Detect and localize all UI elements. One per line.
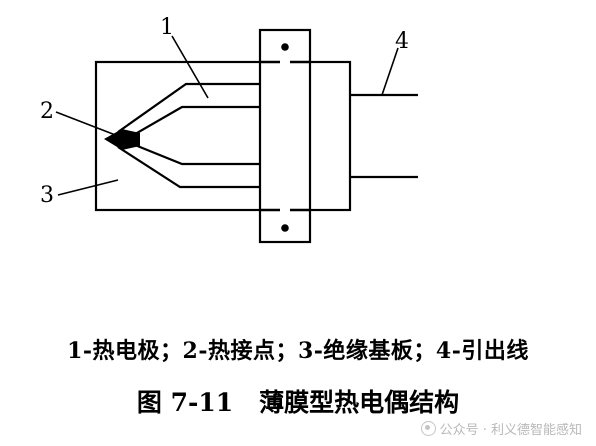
wechat-icon	[420, 421, 436, 436]
thermoelectrode-upper-outer	[117, 82, 260, 133]
callout-label-1: 1	[160, 15, 174, 40]
callout-label-3: 3	[40, 183, 54, 208]
callout-line-4	[381, 47, 399, 96]
thermocouple-diagram: 1 2 3 4	[40, 15, 418, 244]
hot-junction	[104, 129, 140, 150]
rivet-top	[281, 43, 289, 51]
callout-line-3	[57, 179, 119, 196]
figure-caption: 图 7-11 薄膜型热电偶结构	[0, 383, 596, 419]
figure-title: 薄膜型热电偶结构	[259, 388, 460, 417]
thermoelectrode-lower-inner	[129, 141, 260, 166]
watermark: 公众号 · 利义德智能感知	[420, 419, 582, 438]
thermoelectrode-lower-outer	[117, 146, 260, 189]
callout-line-2	[55, 111, 119, 137]
callout-label-4: 4	[395, 29, 409, 54]
thermoelectrode-upper-inner	[129, 105, 260, 138]
watermark-text: 公众号 · 利义德智能感知	[439, 423, 582, 438]
insulating-substrate	[94, 60, 352, 212]
clamp-bar	[258, 28, 312, 244]
callout-label-2: 2	[40, 99, 54, 124]
legend-caption: 1-热电极；2-热接点；3-绝缘基板；4-引出线	[67, 338, 529, 364]
rivet-bottom	[281, 224, 289, 232]
figure-number: 图 7-11	[136, 388, 234, 417]
callout-line-1	[171, 35, 209, 99]
